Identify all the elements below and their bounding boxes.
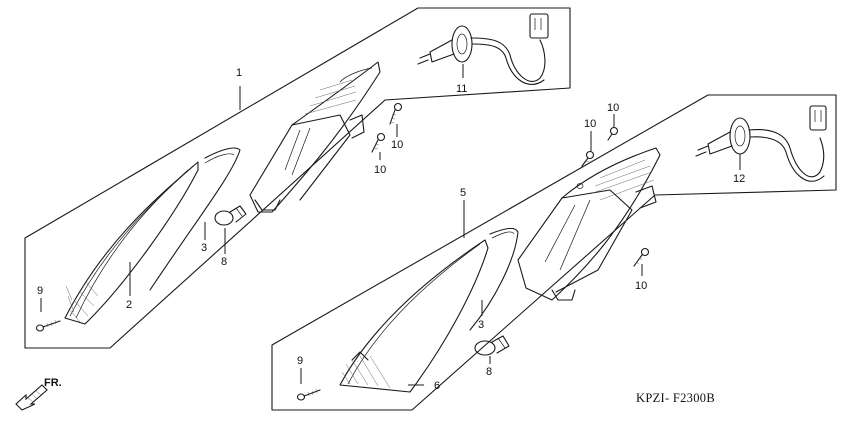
callout-part-10: 10 — [584, 118, 596, 130]
front-direction-indicator: FR. — [15, 377, 62, 411]
bulb-part-8 — [474, 335, 510, 356]
callout-part-8: 8 — [486, 366, 492, 378]
screw-part-10 — [633, 247, 650, 267]
callout-part-10: 10 — [391, 139, 403, 151]
callout-part-3: 3 — [201, 242, 207, 254]
socket-harness-part-12 — [695, 105, 827, 182]
lens-part-6 — [339, 239, 489, 393]
screw-part-9 — [296, 388, 321, 401]
screw-part-10 — [607, 126, 619, 141]
callout-part-5: 5 — [460, 187, 466, 199]
callout-part-10: 10 — [635, 280, 647, 292]
callout-part-3: 3 — [478, 319, 484, 331]
diagram-code: KPZI- F2300B — [636, 391, 715, 405]
callout-part-9: 9 — [37, 285, 43, 297]
socket-harness-part-11 — [417, 13, 549, 85]
gasket-part-3 — [149, 147, 241, 291]
callout-part-12: 12 — [733, 173, 745, 185]
callout-part-11: 11 — [456, 83, 467, 95]
callout-part-6: 6 — [434, 380, 440, 392]
callout-part-10: 10 — [607, 102, 619, 114]
callout-part-9: 9 — [297, 355, 303, 367]
screw-part-9 — [35, 319, 61, 332]
callout-part-2: 2 — [126, 299, 132, 311]
housing-part-1 — [249, 61, 381, 213]
front-direction-label: FR. — [44, 377, 62, 389]
screw-part-10 — [581, 150, 595, 167]
screw-part-10 — [371, 132, 386, 153]
front-arrow-icon — [15, 384, 48, 411]
callout-part-10: 10 — [374, 164, 386, 176]
gasket-part-3 — [469, 227, 519, 331]
callout-part-8: 8 — [221, 256, 227, 268]
bulb-part-8 — [214, 205, 247, 226]
housing-part-5 — [517, 147, 661, 301]
callout-part-1: 1 — [236, 67, 242, 79]
lens-part-2 — [64, 161, 199, 325]
assembly-frame-1 — [24, 7, 571, 349]
assembly-frame-2 — [271, 94, 837, 411]
screw-part-10 — [389, 102, 403, 125]
